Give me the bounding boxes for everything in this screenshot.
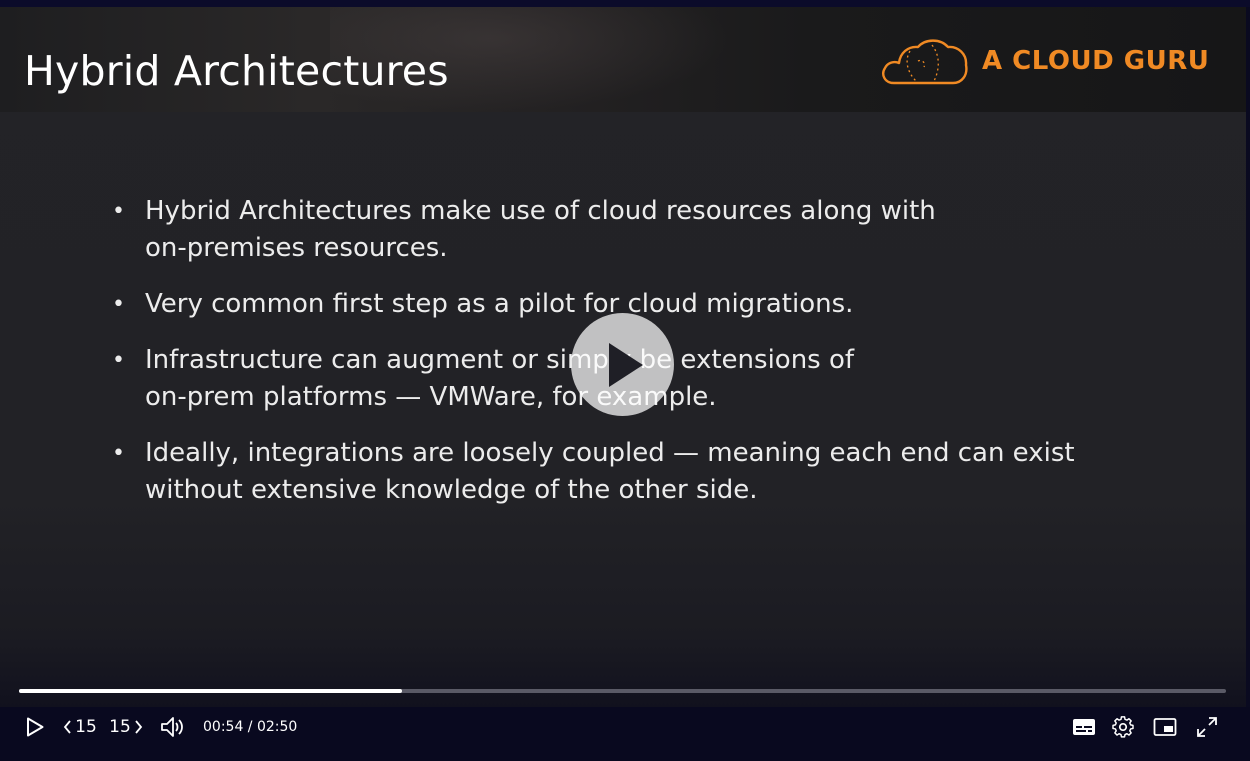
control-bar: 15 15 00:54 / 02:50 — [0, 707, 1250, 761]
slide-title: Hybrid Architectures — [24, 47, 449, 95]
bullet-symbol: • — [112, 292, 125, 317]
forward-15-button[interactable]: 15 — [108, 707, 144, 747]
bullet-item: • Hybrid Architectures make use of cloud… — [110, 193, 1150, 267]
bullet-list: • Hybrid Architectures make use of cloud… — [110, 193, 1150, 528]
volume-button[interactable] — [158, 707, 188, 747]
bullet-text: Very common first step as a pilot for cl… — [145, 289, 854, 319]
fullscreen-icon — [1197, 717, 1217, 737]
captions-button[interactable] — [1070, 707, 1098, 747]
bullet-symbol: • — [112, 348, 125, 373]
forward-label: 15 — [109, 717, 131, 737]
video-frame[interactable]: Hybrid Architectures A CLOUD GURU • Hybr… — [0, 7, 1246, 707]
bullet-item: • Very common first step as a pilot for … — [110, 286, 1150, 323]
settings-button[interactable] — [1110, 707, 1136, 747]
play-icon — [27, 717, 44, 737]
slide-header: Hybrid Architectures A CLOUD GURU — [0, 7, 1246, 112]
fullscreen-button[interactable] — [1194, 707, 1220, 747]
play-button[interactable] — [22, 707, 48, 747]
center-play-button[interactable] — [571, 313, 674, 416]
time-separator: / — [243, 719, 257, 735]
rewind-label: 15 — [75, 717, 97, 737]
rewind-15-icon — [64, 720, 71, 734]
volume-icon — [161, 717, 183, 737]
rewind-15-button[interactable]: 15 — [62, 707, 98, 747]
bullet-text: Hybrid Architectures make use of cloud r… — [145, 196, 936, 263]
brand-logo-group: A CLOUD GURU — [880, 33, 1209, 89]
bullet-symbol: • — [112, 199, 125, 224]
gear-icon — [1112, 716, 1134, 738]
progress-bar[interactable] — [19, 689, 1226, 693]
duration: 02:50 — [256, 719, 298, 735]
bullet-text: Ideally, integrations are loosely couple… — [145, 438, 1075, 505]
picture-in-picture-icon — [1153, 718, 1177, 736]
forward-15-icon — [135, 720, 142, 734]
top-strip — [0, 0, 1250, 7]
captions-icon — [1073, 719, 1095, 735]
presenter-video-shadow — [330, 7, 730, 112]
play-circle-icon — [609, 343, 643, 387]
bullet-item: • Ideally, integrations are loosely coup… — [110, 435, 1150, 509]
current-time: 00:54 — [203, 719, 244, 735]
cloud-logo-icon — [882, 39, 968, 85]
brand-name: A CLOUD GURU — [982, 46, 1210, 76]
pip-button[interactable] — [1151, 707, 1179, 747]
progress-played — [19, 689, 403, 693]
time-display: 00:54 / 02:50 — [203, 707, 297, 747]
bullet-symbol: • — [112, 441, 125, 466]
